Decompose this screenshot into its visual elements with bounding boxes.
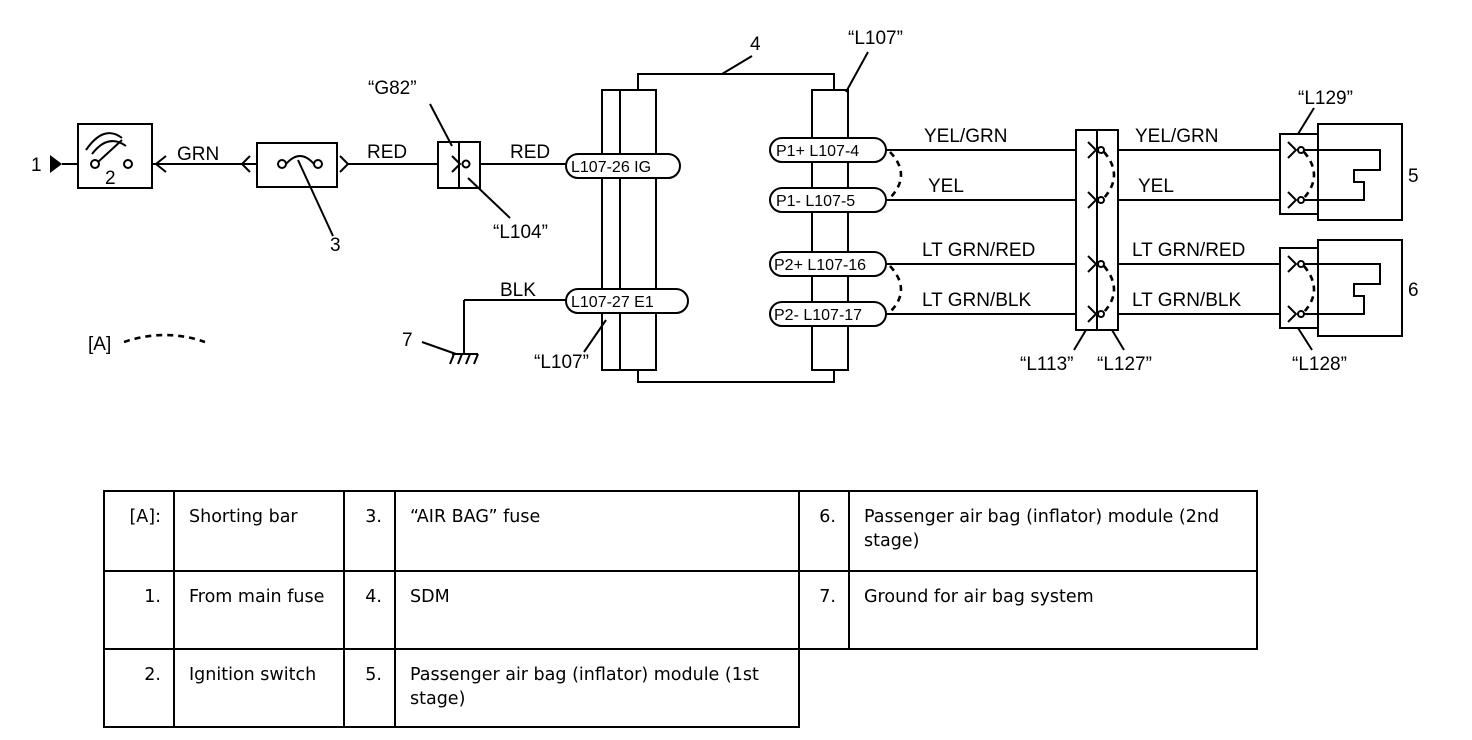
terminal-label-p2-minus: P2- L107-17 — [774, 307, 862, 324]
legend-value: Passenger air bag (inflator) module (1st… — [394, 648, 800, 728]
wire-label-grn: GRN — [177, 144, 219, 165]
wire-label-red-1: RED — [367, 142, 407, 163]
connector-label-l129: “L129” — [1298, 88, 1353, 109]
callout-2: 2 — [105, 168, 116, 189]
terminal-ig — [565, 153, 681, 179]
air-bag-fuse — [240, 142, 350, 237]
wire-label-lt-grn-red-2: LT GRN/RED — [1132, 240, 1245, 261]
connector-label-l107-top: “L107” — [848, 28, 903, 49]
terminal-e1 — [565, 288, 689, 314]
wire-label-lt-grn-blk-1: LT GRN/BLK — [922, 290, 1031, 311]
connector-label-l128: “L128” — [1292, 354, 1347, 375]
wire-label-lt-grn-blk-2: LT GRN/BLK — [1132, 290, 1241, 311]
legend-value: “AIR BAG” fuse — [394, 490, 800, 572]
callout-a: [A] — [88, 334, 111, 355]
wire-label-yel-1: YEL — [928, 176, 964, 197]
connector-label-l127: “L127” — [1097, 354, 1152, 375]
wiring-diagram: 1 2 GRN 3 RED “G82” “L104” RED [A] 7 — [31, 28, 1419, 383]
legend-key: 5. — [343, 648, 396, 728]
wire-label-blk: BLK — [500, 280, 536, 301]
leader-l107-top — [845, 51, 869, 93]
legend-key: 4. — [343, 570, 396, 650]
wire-label-red-2: RED — [510, 142, 550, 163]
connector-l113-l127 — [1073, 129, 1125, 351]
legend-key: [A]: — [103, 490, 175, 572]
legend-table: [A]: Shorting bar 3. “AIR BAG” fuse 6. P… — [103, 490, 1258, 728]
terminal-label-p2-plus: P2+ L107-16 — [774, 257, 866, 274]
terminal-arrow-icon — [154, 155, 167, 173]
wire-label-yel-2: YEL — [1138, 176, 1174, 197]
sdm-shorting-bar-2 — [889, 265, 903, 313]
legend-key: 1. — [103, 570, 175, 650]
connector-label-l104: “L104” — [493, 222, 548, 243]
legend-value: Shorting bar — [173, 490, 345, 572]
terminal-label-ig: L107-26 IG — [571, 159, 651, 176]
legend-row: 1. From main fuse 4. SDM 7. Ground for a… — [103, 570, 1258, 650]
sdm-module — [601, 73, 849, 383]
legend-value: Ground for air bag system — [848, 570, 1258, 650]
legend-value: From main fuse — [173, 570, 345, 650]
legend-key: 6. — [798, 490, 850, 572]
leader-4 — [721, 55, 753, 75]
terminal-label-p1-plus: P1+ L107-4 — [776, 143, 859, 160]
main-fuse-feed — [50, 155, 78, 173]
legend-empty-cell — [799, 649, 1257, 727]
legend-key: 2. — [103, 648, 175, 728]
ignition-switch — [77, 123, 153, 189]
legend-row: 2. Ignition switch 5. Passenger air bag … — [103, 648, 1257, 728]
callout-6: 6 — [1408, 280, 1419, 301]
callout-7: 7 — [402, 330, 413, 351]
sdm-shorting-bar-1 — [889, 151, 903, 199]
connector-label-l107-bottom: “L107” — [534, 352, 589, 373]
legend-value: Passenger air bag (inflator) module (2nd… — [848, 490, 1258, 572]
callout-1: 1 — [31, 155, 42, 176]
connector-g82-l104 — [429, 103, 511, 219]
legend-value: SDM — [394, 570, 800, 650]
connector-label-l113: “L113” — [1020, 354, 1074, 375]
wire-label-lt-grn-red-1: LT GRN/RED — [922, 240, 1035, 261]
terminal-label-p1-minus: P1- L107-5 — [776, 193, 855, 210]
shorting-bar-marker — [123, 333, 206, 344]
leader-7 — [421, 341, 457, 355]
ground-icon — [449, 299, 566, 365]
callout-5: 5 — [1408, 166, 1419, 187]
connector-label-g82: “G82” — [368, 78, 417, 99]
terminal-label-e1: L107-27 E1 — [571, 294, 654, 311]
legend-key: 7. — [798, 570, 850, 650]
inflator-module-1st-stage — [1279, 107, 1403, 221]
legend-key: 3. — [343, 490, 396, 572]
legend-row: [A]: Shorting bar 3. “AIR BAG” fuse 6. P… — [103, 490, 1258, 572]
leader-l107-bottom — [583, 319, 607, 353]
wire-label-yel-grn-2: YEL/GRN — [1135, 126, 1218, 147]
legend-value: Ignition switch — [173, 648, 345, 728]
callout-3: 3 — [330, 235, 341, 256]
inflator-module-2nd-stage — [1279, 239, 1403, 351]
wire-label-yel-grn-1: YEL/GRN — [924, 126, 1007, 147]
callout-4: 4 — [750, 34, 761, 55]
